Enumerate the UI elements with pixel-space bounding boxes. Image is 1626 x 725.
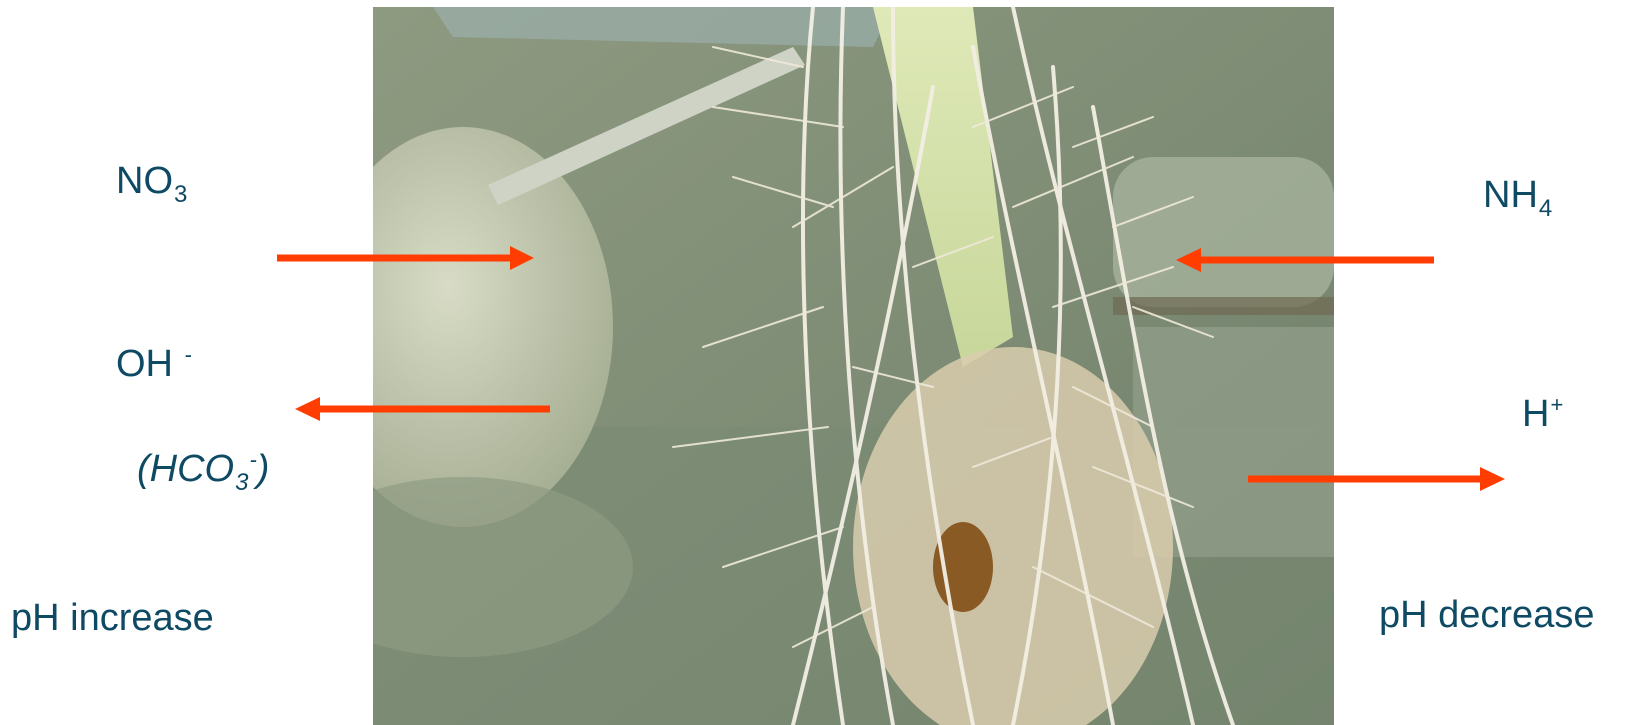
arrow-icon	[1176, 248, 1434, 272]
arrow-icon	[295, 397, 550, 421]
arrow-icon	[1248, 467, 1505, 491]
arrow-icon	[277, 246, 534, 270]
